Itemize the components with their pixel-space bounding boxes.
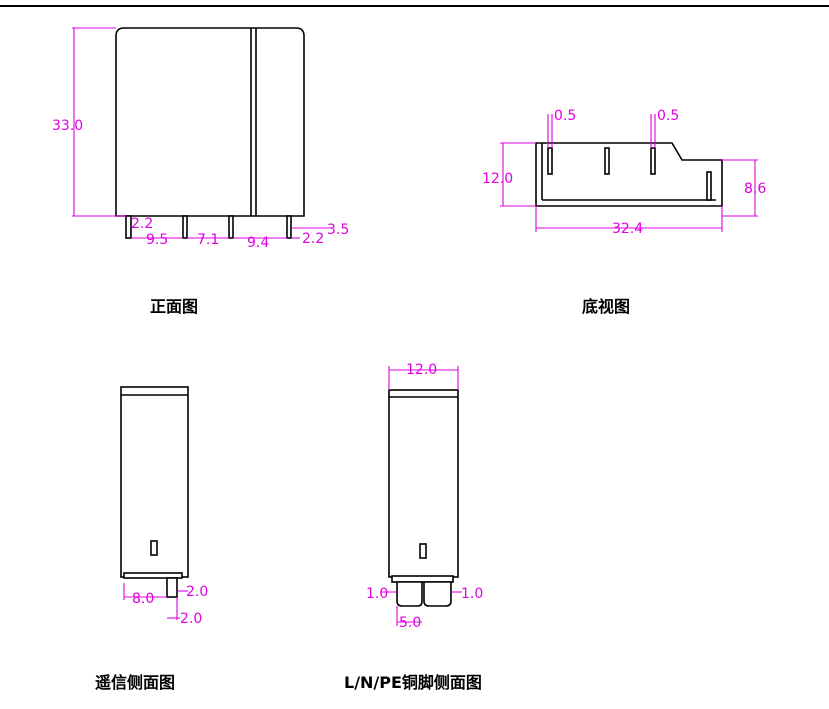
signal-pin [166, 577, 178, 598]
dim-signal-pin-length: 2.0 [180, 611, 202, 627]
power-pin [396, 581, 423, 607]
dim-bottom-pin-b: 0.5 [657, 108, 679, 124]
power-pin [423, 581, 452, 607]
front-pin [228, 215, 234, 239]
power-side-view: 12.0 1.0 1.0 5.0 L/N/PE铜脚侧面图 [344, 362, 483, 692]
power-body-outline [388, 389, 459, 578]
power-window [419, 543, 427, 559]
front-pin [182, 215, 188, 239]
bottom-view: 0.5 0.5 12.0 8.6 32.4 底视图 [482, 108, 766, 316]
bottom-view-caption: 底视图 [582, 297, 630, 316]
dim-front-gap1: 9.5 [146, 232, 168, 248]
dim-power-right-margin: 1.0 [461, 586, 483, 602]
dim-front-pin-offset-right: 2.2 [302, 231, 324, 247]
power-side-view-caption: L/N/PE铜脚侧面图 [344, 673, 482, 692]
dim-bottom-height: 12.0 [482, 171, 513, 187]
front-pin [125, 215, 132, 239]
bottom-pin [604, 147, 610, 175]
dim-front-height: 33.0 [52, 118, 83, 134]
dim-front-gap2: 7.1 [197, 232, 219, 248]
dim-signal-offset: 8.0 [132, 591, 154, 607]
signal-side-view: 8.0 2.0 2.0 遥信侧面图 [95, 386, 208, 692]
bottom-pin [706, 171, 712, 201]
dim-bottom-pin-a: 0.5 [554, 108, 576, 124]
front-view-caption: 正面图 [150, 297, 198, 316]
signal-window [150, 540, 158, 556]
dim-power-pin-width: 5.0 [399, 615, 421, 631]
signal-side-view-caption: 遥信侧面图 [95, 673, 175, 692]
power-base-plate [391, 575, 454, 583]
dim-front-pin-length: 3.5 [327, 222, 349, 238]
bottom-body-outline [535, 142, 723, 207]
bottom-pin [547, 147, 553, 175]
dim-signal-pin-width: 2.0 [186, 584, 208, 600]
dim-front-pin-offset: 2.2 [131, 216, 153, 232]
front-pin [286, 215, 292, 239]
signal-body-outline [120, 386, 189, 578]
signal-base-plate [123, 572, 183, 579]
front-body-outline [115, 27, 305, 217]
front-view: 33.0 2.2 9.5 7.1 9.4 2.2 3.5 正面图 [52, 27, 349, 316]
dim-bottom-length: 32.4 [612, 221, 643, 237]
bottom-pin [650, 147, 656, 175]
dim-bottom-step-height: 8.6 [744, 181, 766, 197]
dim-power-left-margin: 1.0 [366, 586, 388, 602]
dim-front-gap3: 9.4 [247, 235, 269, 251]
dim-power-width: 12.0 [406, 362, 437, 378]
